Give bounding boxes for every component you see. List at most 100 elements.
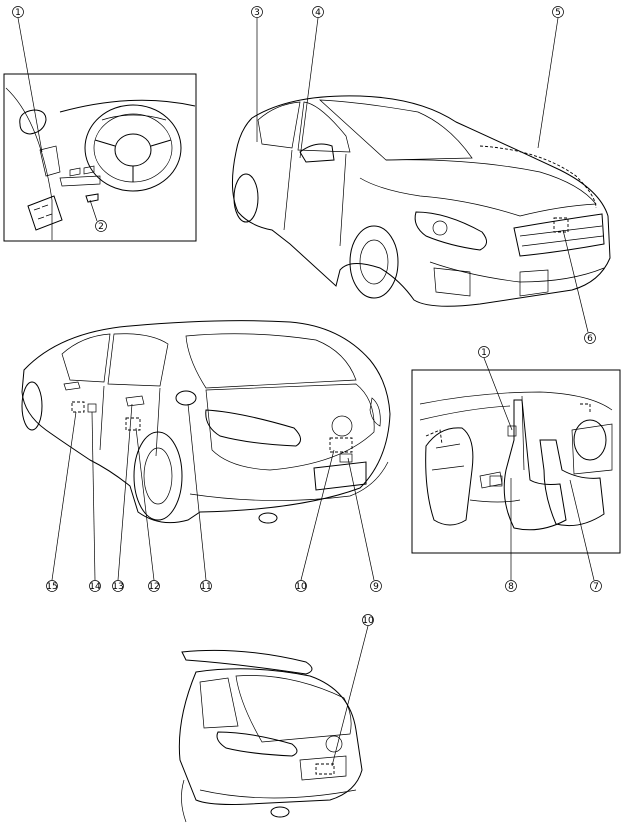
callout-15-badge	[46, 580, 58, 592]
license-plate	[313, 461, 367, 491]
callout-1-leader	[17, 17, 43, 153]
callout-9-badge	[370, 580, 382, 592]
callout-5-badge	[552, 6, 564, 18]
callout-10-badge	[295, 580, 307, 592]
callout-11-number: 11	[200, 582, 211, 592]
front-tow-hook-cover	[553, 217, 569, 233]
callout-14-number: 14	[89, 582, 101, 592]
callout-8-number: 8	[508, 582, 514, 592]
front-wheel	[349, 225, 399, 299]
callout-4-number: 4	[315, 8, 321, 18]
lock-marker	[71, 401, 85, 413]
rear-car-body	[21, 320, 391, 524]
rear-wheel	[233, 173, 259, 223]
callout-1-interior-leader	[483, 357, 513, 431]
door-mirror	[299, 143, 335, 163]
rear-view-callouts: 15 14 13 12 11 10 9	[46, 403, 382, 592]
rear-emblem	[331, 415, 353, 437]
hood-dashed-outline	[479, 145, 597, 209]
front-grille	[513, 213, 605, 257]
rear-window	[185, 333, 357, 389]
rear-left-wheel	[133, 431, 183, 521]
driver-panel-frame	[3, 73, 197, 242]
fuel-filler-lid	[175, 390, 197, 406]
steering-wheel	[84, 104, 182, 192]
exhaust-pipe	[258, 512, 278, 524]
callout-2-number: 2	[98, 222, 104, 232]
front-headlight	[414, 211, 487, 251]
bonnet-release-lever	[85, 193, 99, 203]
front-side-window	[297, 101, 351, 153]
callout-5-number: 5	[555, 8, 561, 18]
callout-1-interior-number: 1	[481, 348, 487, 358]
callout-10-number: 10	[295, 582, 307, 592]
callout-10-leader	[300, 449, 335, 581]
trunk-lid	[205, 383, 375, 471]
callout-9-leader	[347, 457, 375, 581]
trunk-release-marker	[329, 437, 353, 453]
callout-14-leader	[91, 411, 96, 581]
callout-13-leader	[117, 403, 133, 581]
callout-4-badge	[312, 6, 324, 18]
wagon-rear-view: 10	[178, 614, 374, 823]
windshield	[319, 99, 473, 161]
interior-panel: 1 8 7	[411, 346, 621, 592]
rear-combination-light	[205, 409, 301, 447]
wagon-license-plate	[299, 755, 347, 781]
front-car-body	[232, 95, 611, 307]
callout-2-badge	[95, 220, 107, 232]
callout-3-badge	[251, 6, 263, 18]
door-handle	[39, 145, 61, 177]
wagon-body	[178, 668, 363, 805]
callout-1-badge	[12, 6, 24, 18]
callout-1-interior-badge	[478, 346, 490, 358]
sedan-rear-view	[21, 320, 391, 524]
callout-10-wagon-badge	[362, 614, 374, 626]
callout-4-leader	[299, 17, 319, 159]
callout-12-badge	[148, 580, 160, 592]
sedan-front-view: 3 4 5 6	[232, 6, 611, 344]
wagon-tail-light	[216, 731, 298, 757]
callout-7-badge	[590, 580, 602, 592]
wagon-exhaust	[270, 806, 290, 818]
rear-seat	[425, 427, 474, 526]
callout-9-number: 9	[373, 582, 379, 592]
callout-1-number: 1	[15, 8, 21, 18]
callout-12-leader	[135, 427, 155, 581]
hood	[359, 159, 597, 217]
callout-5-leader	[537, 17, 559, 149]
wagon-emblem	[325, 735, 343, 753]
callout-15-leader	[51, 411, 77, 581]
front-fog-light-area	[433, 267, 471, 297]
driver-seat	[539, 439, 605, 527]
roof-spoiler	[181, 649, 313, 675]
wagon-tailgate-release-marker	[315, 763, 335, 775]
interior-steering-wheel	[573, 419, 607, 461]
steering-hub	[114, 133, 152, 167]
side-mirror	[19, 109, 47, 135]
driver-controls-panel: 1 2	[3, 6, 197, 242]
callout-10-wagon-leader	[331, 625, 369, 767]
callout-14-badge	[89, 580, 101, 592]
callout-3-number: 3	[254, 8, 260, 18]
callout-2-leader	[89, 199, 98, 222]
callout-13-badge	[112, 580, 124, 592]
callout-7-number: 7	[593, 582, 599, 592]
callout-11-badge	[200, 580, 212, 592]
rear-side-window	[257, 101, 301, 149]
interior-panel-frame	[411, 369, 621, 554]
callout-6-number: 6	[587, 334, 593, 344]
callout-11-leader	[187, 403, 207, 581]
tailgate-window	[235, 675, 352, 743]
callout-10-wagon-number: 10	[362, 616, 374, 626]
door-marker	[125, 417, 141, 431]
callout-8-badge	[505, 580, 517, 592]
callout-6-badge	[584, 332, 596, 344]
callout-13-number: 13	[112, 582, 123, 592]
front-passenger-seat	[503, 399, 567, 531]
callout-12-number: 12	[148, 582, 159, 592]
floor-marker	[489, 475, 503, 487]
callout-6-leader	[562, 229, 589, 333]
callout-7-leader	[569, 479, 595, 581]
